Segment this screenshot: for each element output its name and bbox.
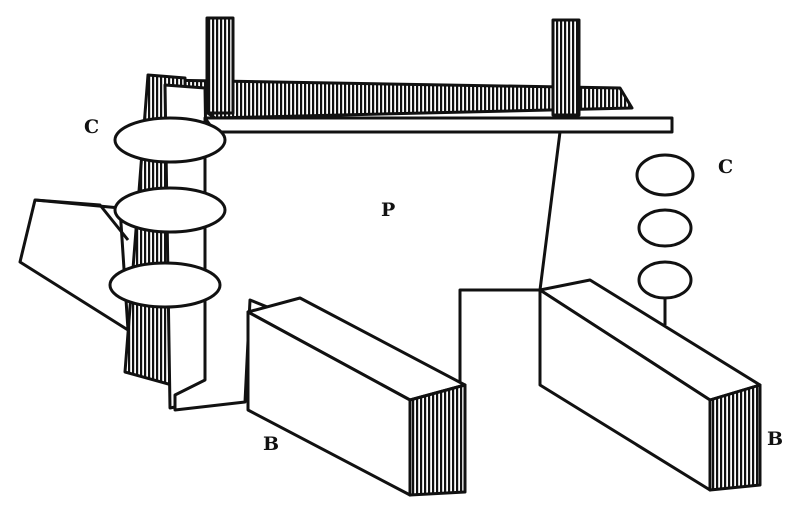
post-top-right [551,18,581,117]
label-p: P [381,199,396,221]
label-b-left: B [263,433,280,455]
label-b-right: B [767,428,784,450]
right-coil [635,153,695,325]
label-c-left: C [84,116,100,138]
left-coil [108,116,227,309]
label-c-right: C [718,156,734,178]
post-top-left [205,16,235,115]
